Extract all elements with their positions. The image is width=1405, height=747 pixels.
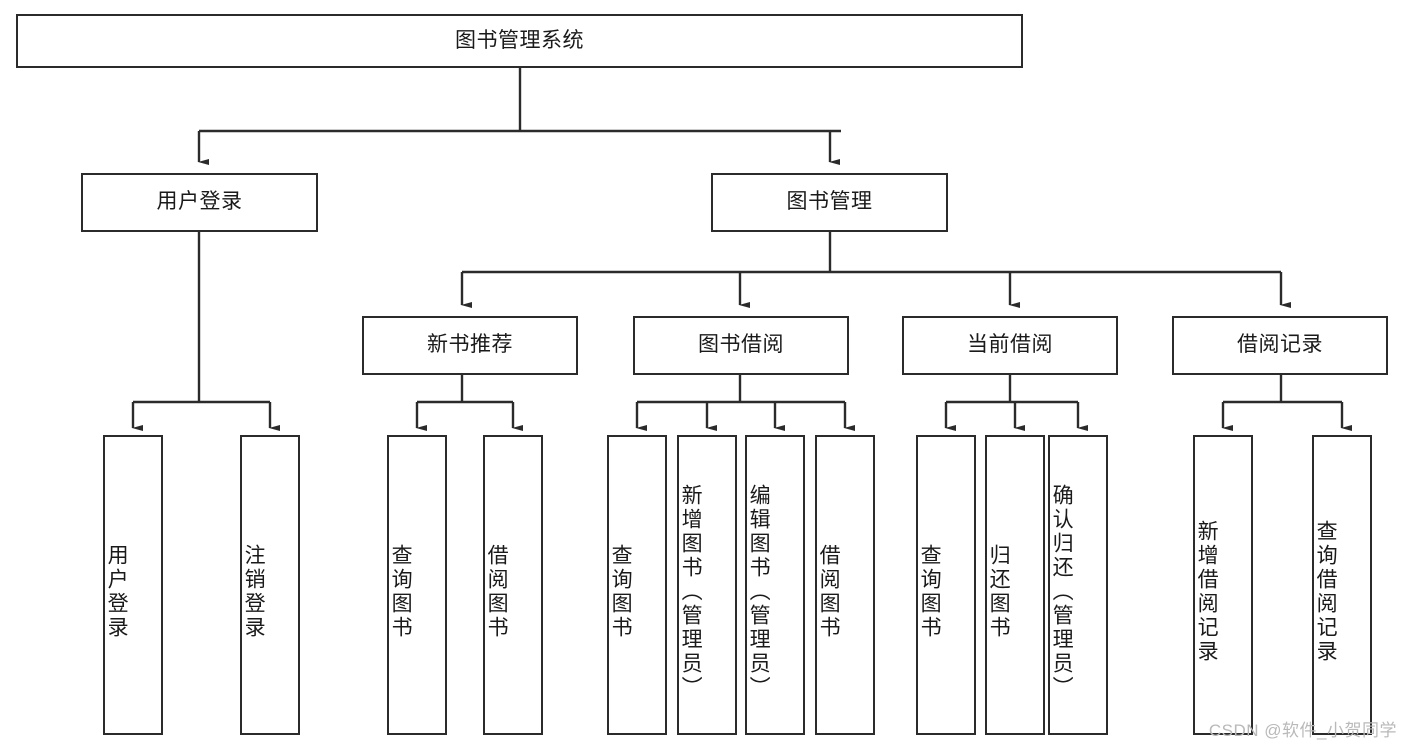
node-book-management[interactable]: 图书管理: [711, 173, 948, 232]
leaf-borrow-add-label: 新增图书（管理员）: [679, 484, 703, 700]
node-user-login-label: 用户登录: [156, 190, 243, 214]
leaf-borrow-lend-label: 借阅图书: [817, 544, 841, 640]
leaf-newbook-query[interactable]: 查询图书: [387, 435, 447, 735]
node-current-borrow[interactable]: 当前借阅: [902, 316, 1118, 375]
leaf-newbook-borrow-label: 借阅图书: [485, 544, 509, 640]
leaf-user-login-signin[interactable]: 用户登录: [103, 435, 163, 735]
node-book-management-label: 图书管理: [786, 190, 873, 214]
leaf-borrow-edit-label: 编辑图书（管理员）: [747, 484, 771, 700]
leaf-records-query-label: 查询借阅记录: [1314, 520, 1338, 664]
leaf-current-return[interactable]: 归还图书: [985, 435, 1045, 735]
leaf-user-login-signin-label: 用户登录: [105, 544, 129, 640]
leaf-user-login-signout-label: 注销登录: [242, 544, 266, 640]
leaf-borrow-add[interactable]: 新增图书（管理员）: [677, 435, 737, 735]
leaf-current-query[interactable]: 查询图书: [916, 435, 976, 735]
node-borrow-records-label: 借阅记录: [1237, 333, 1323, 357]
node-root[interactable]: 图书管理系统: [16, 14, 1023, 68]
leaf-borrow-query-label: 查询图书: [609, 544, 633, 640]
leaf-records-add-label: 新增借阅记录: [1195, 520, 1219, 664]
leaf-current-query-label: 查询图书: [918, 544, 942, 640]
leaf-borrow-edit[interactable]: 编辑图书（管理员）: [745, 435, 805, 735]
leaf-current-confirm-return-label: 确认归还（管理员）: [1050, 484, 1074, 700]
node-user-login[interactable]: 用户登录: [81, 173, 318, 232]
node-borrow-records[interactable]: 借阅记录: [1172, 316, 1388, 375]
node-new-book-recommend[interactable]: 新书推荐: [362, 316, 578, 375]
leaf-records-add[interactable]: 新增借阅记录: [1193, 435, 1253, 735]
leaf-current-confirm-return[interactable]: 确认归还（管理员）: [1048, 435, 1108, 735]
leaf-borrow-query[interactable]: 查询图书: [607, 435, 667, 735]
leaf-records-query[interactable]: 查询借阅记录: [1312, 435, 1372, 735]
node-new-book-recommend-label: 新书推荐: [427, 333, 513, 357]
leaf-borrow-lend[interactable]: 借阅图书: [815, 435, 875, 735]
leaf-newbook-borrow[interactable]: 借阅图书: [483, 435, 543, 735]
node-current-borrow-label: 当前借阅: [967, 333, 1053, 357]
leaf-current-return-label: 归还图书: [987, 544, 1011, 640]
leaf-newbook-query-label: 查询图书: [389, 544, 413, 640]
node-book-borrow-label: 图书借阅: [698, 333, 784, 357]
node-root-label: 图书管理系统: [455, 28, 584, 52]
leaf-user-login-signout[interactable]: 注销登录: [240, 435, 300, 735]
node-book-borrow[interactable]: 图书借阅: [633, 316, 849, 375]
